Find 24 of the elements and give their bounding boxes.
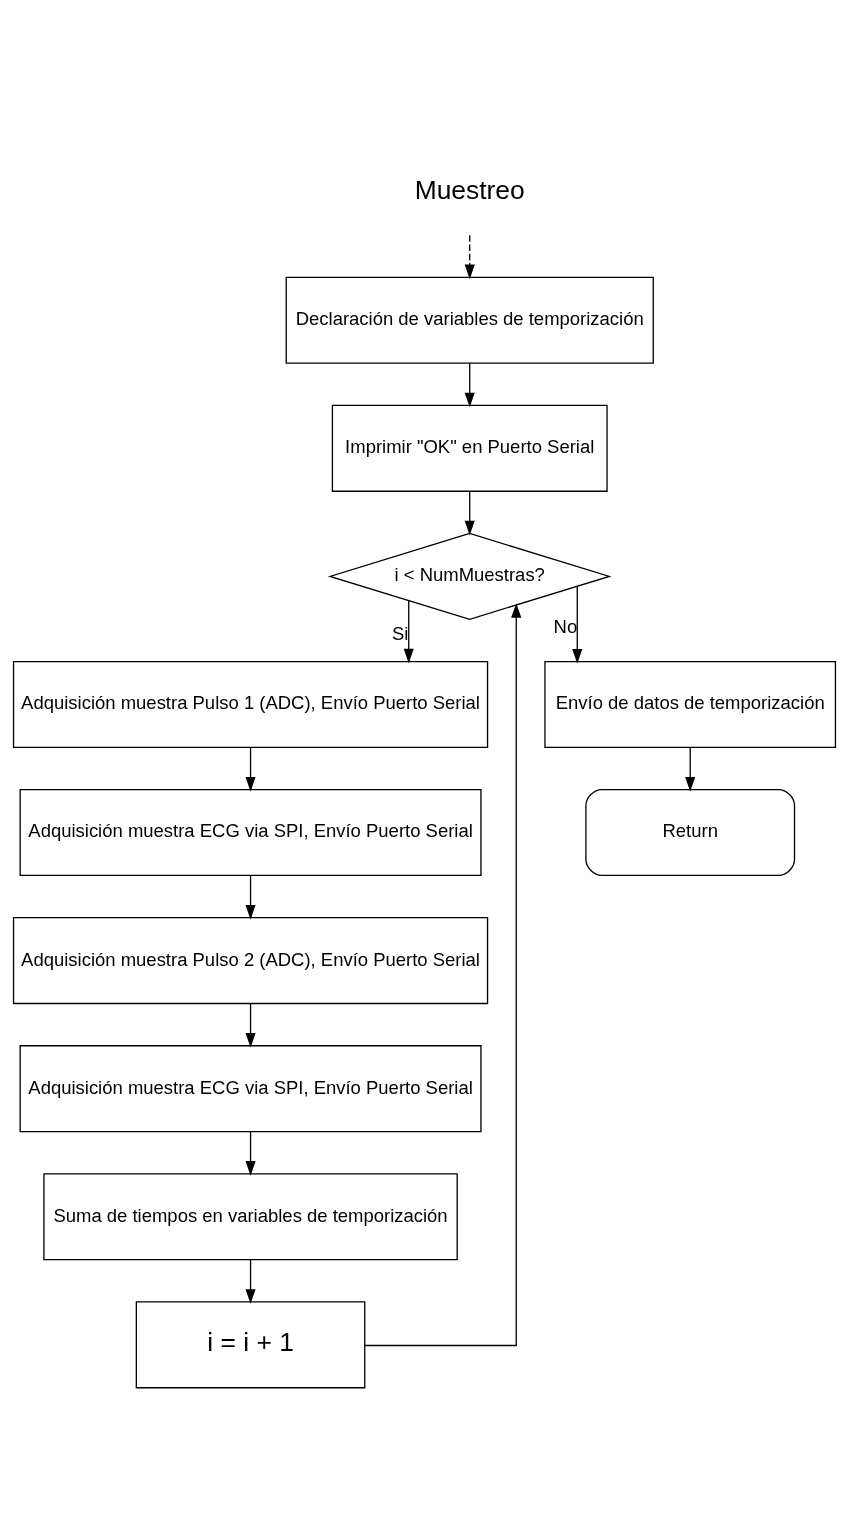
node-box: Declaración de variables de temporización bbox=[285, 276, 654, 364]
arrow bbox=[245, 1131, 256, 1176]
arrow bbox=[572, 585, 583, 664]
node-box: Envío de datos de temporización bbox=[544, 660, 837, 749]
edge-label: Si bbox=[391, 622, 409, 644]
node-box: Return bbox=[585, 788, 796, 877]
node-box: Adquisición muestra Pulso 2 (ADC), Envío Puerto Serial bbox=[12, 917, 489, 1005]
node-box: Adquisición muestra ECG via SPI, Envío Puerto Serial bbox=[19, 1045, 482, 1133]
node-box: Suma de tiempos en variables de temporización bbox=[43, 1173, 458, 1261]
arrow bbox=[403, 600, 414, 664]
node-box: i = i + 1 bbox=[135, 1301, 366, 1389]
node-box: Adquisición muestra Pulso 1 (ADC), Envío Puerto Serial bbox=[12, 660, 489, 749]
node-box: Imprimir "OK" en Puerto Serial bbox=[331, 404, 608, 492]
arrow bbox=[464, 490, 475, 536]
arrow bbox=[245, 1259, 256, 1304]
arrow bbox=[245, 874, 256, 920]
arrow bbox=[685, 746, 696, 792]
arrow bbox=[364, 603, 522, 1347]
arrow bbox=[245, 746, 256, 792]
arrow bbox=[464, 362, 475, 408]
node-text: Muestreo bbox=[414, 174, 525, 205]
arrow bbox=[464, 234, 475, 280]
node-box: Adquisición muestra ECG via SPI, Envío Puerto Serial bbox=[19, 788, 482, 877]
arrow bbox=[245, 1002, 256, 1048]
